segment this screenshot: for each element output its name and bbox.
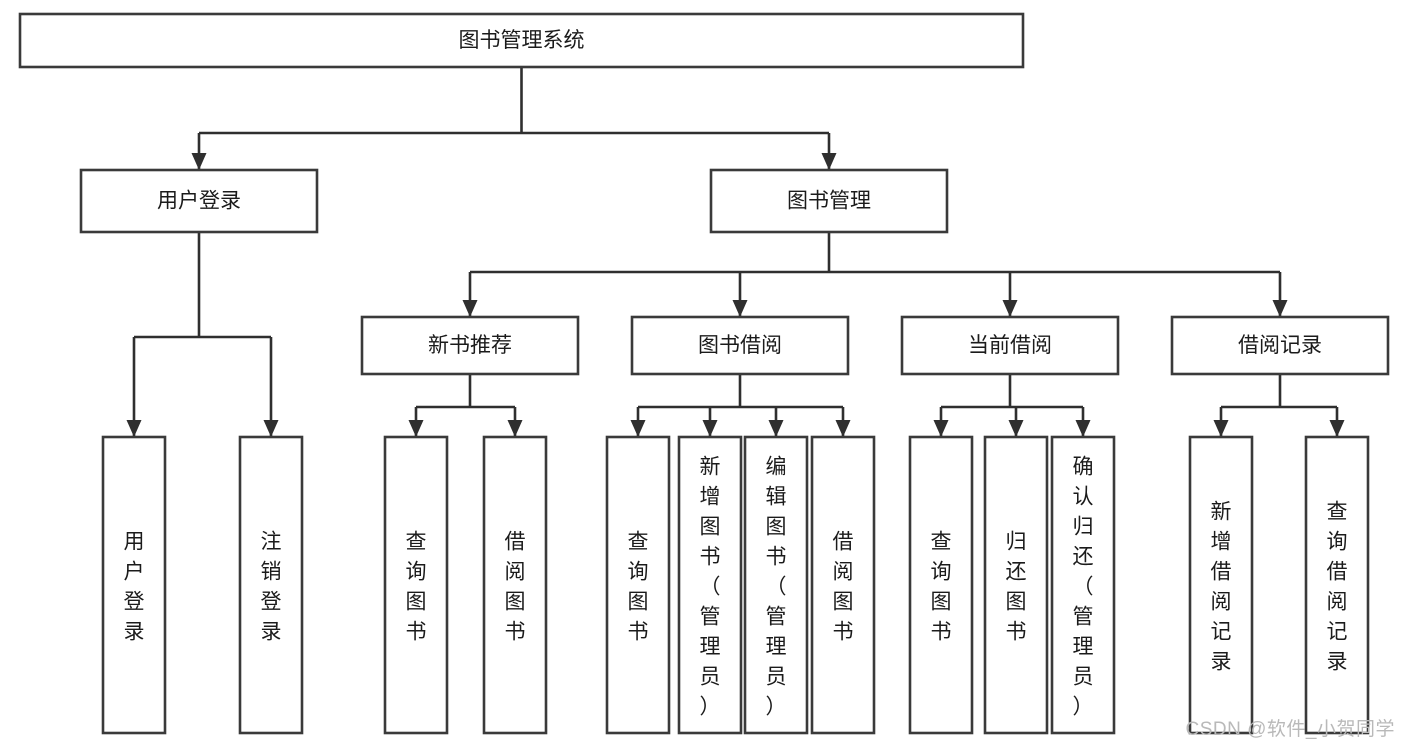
node-leaf-归还图书[interactable]: 归还图书 <box>983 435 1049 735</box>
node-box <box>1050 435 1116 735</box>
node-box <box>1170 315 1390 376</box>
node-box <box>79 168 319 234</box>
connector-book-management-to-modules <box>462 232 1288 317</box>
arrowhead-icon <box>408 420 424 437</box>
node-label: 注销登录 <box>261 530 282 643</box>
node-label: 新增借阅记录 <box>1211 500 1232 673</box>
node-label: 借阅记录 <box>1238 334 1322 357</box>
node-level3-图书借阅[interactable]: 图书借阅 <box>630 315 850 376</box>
arrowhead-icon <box>835 420 851 437</box>
node-leaf-借阅图书[interactable]: 借阅图书 <box>482 435 548 735</box>
arrowhead-icon <box>702 420 718 437</box>
connector-当前借阅-to-leaves <box>933 374 1091 437</box>
node-layer: 图书管理系统用户登录图书管理新书推荐图书借阅当前借阅借阅记录用户登录注销登录查询… <box>18 12 1390 735</box>
node-box <box>238 435 304 735</box>
node-box <box>908 435 974 735</box>
node-leaf-用户登录[interactable]: 用户登录 <box>101 435 167 735</box>
node-label: 用户登录 <box>124 530 145 643</box>
connector-借阅记录-to-leaves <box>1213 374 1345 437</box>
node-leaf-借阅图书[interactable]: 借阅图书 <box>810 435 876 735</box>
node-label: 借阅图书 <box>505 530 526 643</box>
node-level3-当前借阅[interactable]: 当前借阅 <box>900 315 1120 376</box>
node-leaf-查询图书[interactable]: 查询图书 <box>383 435 449 735</box>
node-root-图书管理系统[interactable]: 图书管理系统 <box>18 12 1025 69</box>
node-label: 图书管理系统 <box>459 29 585 52</box>
arrowhead-icon <box>191 153 207 170</box>
node-box <box>101 435 167 735</box>
node-box <box>18 12 1025 69</box>
node-label: 确认归还（管理员） <box>1073 455 1094 718</box>
node-box <box>810 435 876 735</box>
node-leaf-新增图书管理员[interactable]: 新增图书（管理员） <box>677 435 743 735</box>
node-leaf-注销登录[interactable]: 注销登录 <box>238 435 304 735</box>
node-level2-图书管理[interactable]: 图书管理 <box>709 168 949 234</box>
arrowhead-icon <box>821 153 837 170</box>
arrowhead-icon <box>1272 300 1288 317</box>
connector-图书借阅-to-leaves <box>630 374 851 437</box>
connector-user-login-to-leaves <box>126 232 279 437</box>
arrowhead-icon <box>1329 420 1345 437</box>
arrowhead-icon <box>1213 420 1229 437</box>
arrowhead-icon <box>630 420 646 437</box>
arrowhead-icon <box>126 420 142 437</box>
watermark-label: CSDN @软件_小贺同学 <box>1185 719 1395 740</box>
connector-layer <box>126 67 1345 437</box>
node-label: 查询图书 <box>628 530 649 643</box>
arrowhead-icon <box>507 420 523 437</box>
node-box <box>709 168 949 234</box>
connector-新书推荐-to-leaves <box>408 374 523 437</box>
node-level3-新书推荐[interactable]: 新书推荐 <box>360 315 580 376</box>
node-leaf-新增借阅记录[interactable]: 新增借阅记录 <box>1188 435 1254 735</box>
node-label: 归还图书 <box>1006 530 1027 643</box>
node-label: 图书管理 <box>787 190 871 213</box>
arrowhead-icon <box>1002 300 1018 317</box>
node-box <box>1304 435 1370 735</box>
node-label: 用户登录 <box>157 190 241 213</box>
connector-root-to-level2 <box>191 67 837 170</box>
node-label: 借阅图书 <box>833 530 854 643</box>
node-box <box>983 435 1049 735</box>
node-leaf-确认归还管理员[interactable]: 确认归还（管理员） <box>1050 435 1116 735</box>
node-label: 查询图书 <box>406 530 427 643</box>
arrowhead-icon <box>1008 420 1024 437</box>
arrowhead-icon <box>768 420 784 437</box>
arrowhead-icon <box>1075 420 1091 437</box>
node-label: 编辑图书（管理员） <box>766 455 787 718</box>
node-leaf-查询图书[interactable]: 查询图书 <box>908 435 974 735</box>
node-label: 查询图书 <box>931 530 952 643</box>
node-box <box>360 315 580 376</box>
node-label: 当前借阅 <box>968 334 1052 357</box>
node-box <box>383 435 449 735</box>
arrowhead-icon <box>732 300 748 317</box>
node-label: 新增图书（管理员） <box>700 455 721 718</box>
arrowhead-icon <box>933 420 949 437</box>
node-box <box>482 435 548 735</box>
node-level2-用户登录[interactable]: 用户登录 <box>79 168 319 234</box>
arrowhead-icon <box>462 300 478 317</box>
node-box <box>605 435 671 735</box>
node-label: 查询借阅记录 <box>1327 500 1348 673</box>
node-box <box>677 435 743 735</box>
node-leaf-编辑图书管理员[interactable]: 编辑图书（管理员） <box>743 435 809 735</box>
node-label: 新书推荐 <box>428 334 512 357</box>
node-box <box>743 435 809 735</box>
node-label: 图书借阅 <box>698 334 782 357</box>
node-level3-借阅记录[interactable]: 借阅记录 <box>1170 315 1390 376</box>
node-leaf-查询图书[interactable]: 查询图书 <box>605 435 671 735</box>
arrowhead-icon <box>263 420 279 437</box>
node-box <box>630 315 850 376</box>
node-box <box>1188 435 1254 735</box>
node-box <box>900 315 1120 376</box>
node-leaf-查询借阅记录[interactable]: 查询借阅记录 <box>1304 435 1370 735</box>
